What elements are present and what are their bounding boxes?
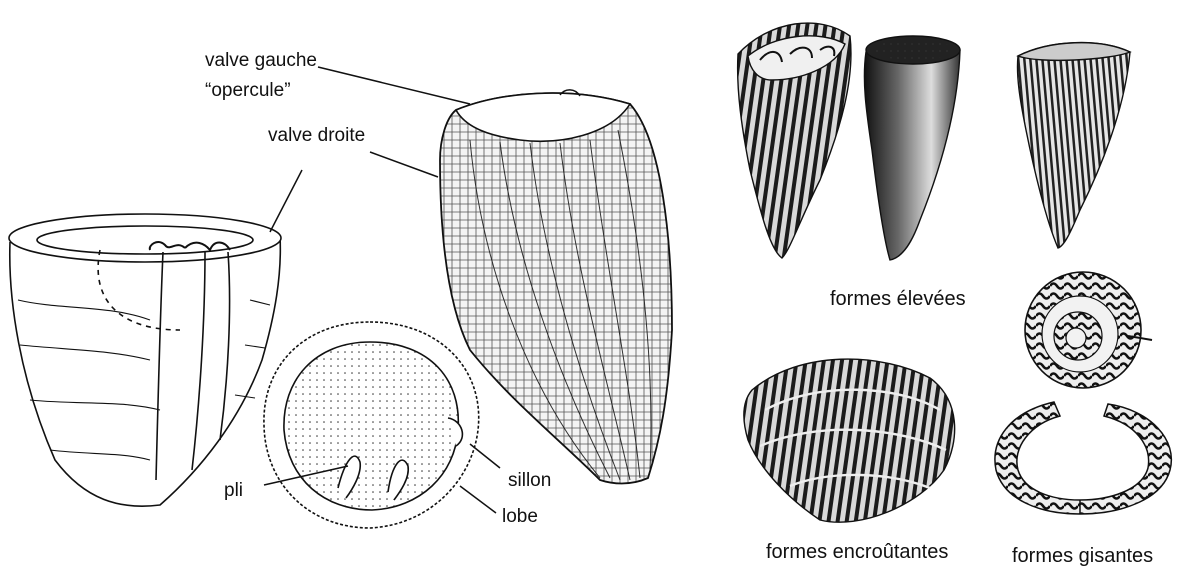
elevated-form-3-drawing — [1017, 43, 1130, 248]
elevated-form-2-drawing — [864, 36, 960, 260]
label-valve-gauche: valve gauche — [205, 50, 317, 72]
label-valve-droite: valve droite — [268, 125, 365, 147]
label-sillon: sillon — [508, 470, 551, 492]
elevated-form-1-drawing — [738, 23, 851, 258]
caption-formes-gisantes: formes gisantes — [1012, 544, 1153, 568]
caption-formes-elevees: formes élevées — [830, 287, 966, 311]
right-valve-cup-drawing — [9, 214, 281, 506]
label-opercule: “opercule” — [205, 80, 291, 102]
horseshoe-form-drawing — [995, 402, 1171, 514]
label-lobe: lobe — [502, 506, 538, 528]
coiled-form-drawing — [1025, 272, 1152, 388]
cross-section-drawing — [264, 322, 479, 528]
label-pli: pli — [224, 480, 243, 502]
caption-formes-encroutantes: formes encroûtantes — [766, 540, 948, 564]
encrusting-form-drawing — [744, 359, 955, 522]
